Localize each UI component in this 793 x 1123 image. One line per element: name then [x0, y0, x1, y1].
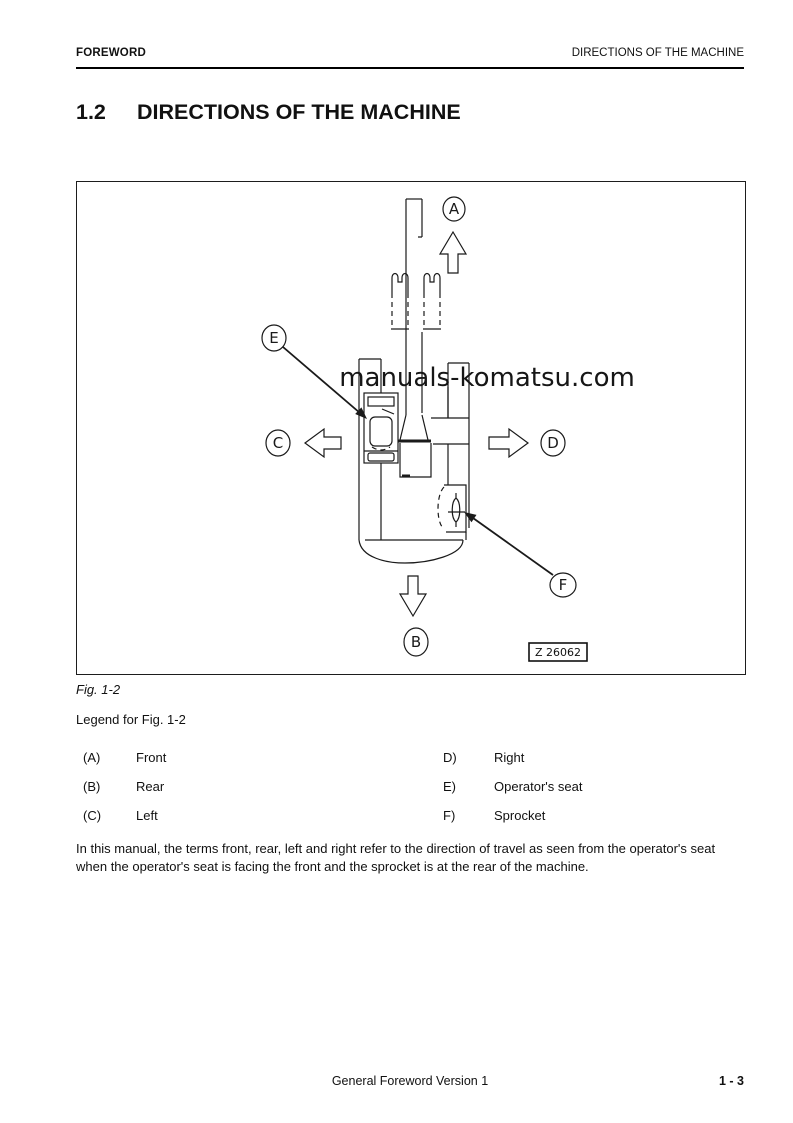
legend-key: E)	[443, 779, 456, 794]
marker-D: D	[540, 429, 566, 457]
footer-page-number: 1 - 3	[718, 1074, 744, 1088]
svg-text:C: C	[273, 434, 283, 452]
page-header: FOREWORD DIRECTIONS OF THE MACHINE	[76, 47, 744, 59]
left-arrow	[303, 427, 342, 459]
header-chapter-title: DIRECTIONS OF THE MACHINE	[571, 47, 744, 59]
legend-value: Front	[136, 750, 167, 765]
marker-E: E	[261, 324, 287, 352]
figure-caption: Fig. 1-2	[76, 682, 121, 697]
svg-text:F: F	[559, 576, 568, 594]
marker-B: B	[403, 627, 429, 657]
legend-key: (B)	[83, 779, 101, 794]
marker-F: F	[549, 572, 577, 598]
footer-version: General Foreword Version 1	[331, 1074, 489, 1088]
marker-C: C	[265, 429, 291, 457]
legend-heading: Legend for Fig. 1-2	[76, 712, 186, 727]
right-arrow	[488, 427, 530, 459]
boom-foot	[398, 387, 469, 478]
svg-text:A: A	[449, 200, 460, 218]
operator-cab	[363, 392, 399, 464]
arm-brackets	[391, 272, 441, 330]
legend-key: D)	[443, 750, 457, 765]
svg-text:E: E	[269, 329, 278, 347]
seat-leader-line	[282, 346, 367, 419]
drawing-code: Z 26062	[535, 646, 581, 659]
section-number: 1.2	[76, 100, 106, 124]
boom-outline	[405, 198, 423, 415]
legend-key: F)	[443, 808, 456, 823]
drawing-code-box: Z 26062	[528, 642, 588, 662]
machine-direction-diagram: A B C D E F	[261, 196, 635, 662]
legend-value: Rear	[136, 779, 165, 794]
rear-arrow-down	[398, 575, 428, 618]
legend-value: Operator's seat	[494, 779, 583, 794]
section-title: 1.2 DIRECTIONS OF THE MACHINE	[76, 100, 744, 125]
svg-text:B: B	[411, 633, 421, 651]
section-title-text: DIRECTIONS OF THE MACHINE	[137, 100, 461, 124]
sprocket	[437, 484, 467, 540]
header-section-title: FOREWORD	[76, 47, 146, 59]
legend-key: (C)	[83, 808, 102, 823]
legend-value: Sprocket	[494, 808, 546, 823]
watermark-text: manuals-komatsu.com	[339, 363, 635, 393]
operator-seat	[369, 416, 393, 447]
track-frames	[358, 358, 470, 564]
legend-table: (A) Front D) Right (B) Rear E) Operator'…	[76, 750, 751, 823]
legend-value: Left	[136, 808, 158, 823]
front-arrow-up	[438, 230, 468, 274]
figure-box: A B C D E F	[76, 181, 746, 675]
sprocket-leader-line	[464, 512, 554, 576]
body-paragraph: In this manual, the terms front, rear, l…	[76, 841, 716, 874]
marker-A: A	[442, 196, 466, 222]
header-rule	[76, 67, 744, 69]
page-footer: General Foreword Version 1 1 - 3	[76, 1074, 744, 1088]
svg-text:D: D	[547, 434, 559, 452]
legend-value: Right	[494, 750, 525, 765]
legend-key: (A)	[83, 750, 101, 765]
